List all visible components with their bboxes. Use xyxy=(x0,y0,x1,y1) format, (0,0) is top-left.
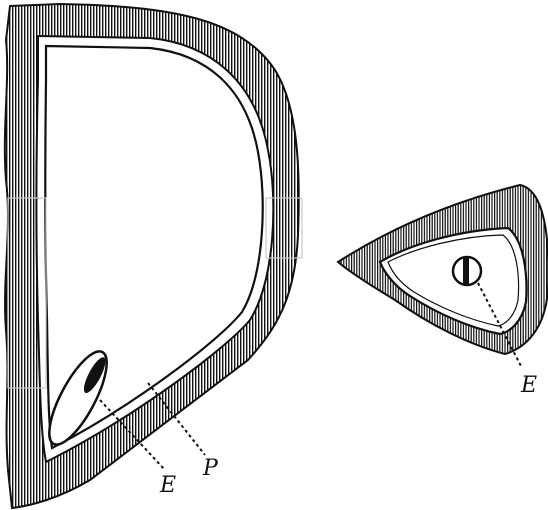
right-embryo xyxy=(453,257,481,285)
right-embryo-label: E xyxy=(520,373,537,398)
left-pericarp-label: P xyxy=(202,456,219,481)
right-section: E xyxy=(338,185,548,398)
left-section: E P xyxy=(5,4,302,508)
left-embryo-label: E xyxy=(159,473,176,498)
